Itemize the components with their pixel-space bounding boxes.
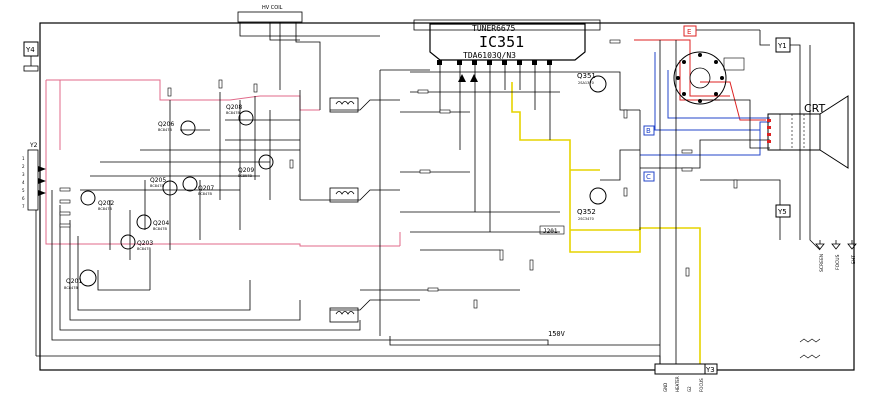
board-outline (39, 22, 855, 371)
ic-name: IC351 (479, 33, 524, 51)
left-pin-4: 4 (22, 180, 25, 185)
q204-part: BC847B (153, 227, 167, 231)
q203-label: Q203 (137, 240, 153, 247)
ic351-block: TUNER6675 IC351 TDA6103Q/N3 (413, 19, 601, 82)
hv-coil-label: HV COIL (262, 5, 283, 11)
jumper-j201-label: J201 (543, 228, 558, 235)
rail-150v-label: 150V (548, 330, 566, 338)
q206-part: BC847B (158, 128, 172, 132)
left-connector: Y2 1 2 3 4 5 6 7 (22, 142, 46, 211)
q208-label: Q208 (226, 104, 242, 111)
coil-symbols (329, 97, 359, 323)
q205-label: Q205 (150, 177, 166, 184)
q206-label: Q206 (158, 121, 174, 128)
q201-part: BC847B (64, 286, 78, 290)
y3-pin-heater: HEATER (675, 376, 680, 392)
left-pin-3: 3 (22, 172, 25, 177)
q202-symbol (80, 190, 96, 206)
left-pin-1: 1 (22, 156, 25, 161)
ic-frame-label: TUNER6675 (472, 24, 516, 33)
y5-connector: Y5 (775, 204, 791, 218)
y3-label: Y3 (705, 366, 715, 374)
legend-marks (799, 338, 821, 359)
left-pin-6: 6 (22, 196, 25, 201)
y1-connector: Y1 (775, 37, 791, 53)
y3-pin-focus: FOCUS (699, 378, 704, 392)
q352-symbol (589, 187, 607, 205)
terminal-screen: SCREEN (819, 254, 825, 272)
left-connector-header: Y2 (29, 142, 38, 149)
q351-label: Q351 (577, 72, 596, 80)
hv-coil-connector: HV COIL (237, 5, 303, 23)
crt-neck-symbol: CRT (767, 95, 849, 169)
right-terminals (815, 240, 857, 250)
y5-label: Y5 (777, 208, 787, 216)
q207-part: BC847B (198, 192, 212, 196)
q206-symbol (180, 120, 196, 136)
q352-part: 2SC3470 (578, 217, 594, 221)
box-c-label: C (646, 173, 651, 181)
q209-part: BC857B (238, 174, 252, 178)
transistor-symbols (79, 75, 607, 287)
box-e-label: E (687, 28, 691, 36)
yellow-trace (511, 82, 701, 370)
box-b-label: B (646, 127, 651, 135)
q351-part: 2SA1370 (578, 81, 594, 85)
crt-label: CRT (804, 102, 826, 115)
q209-symbol (258, 154, 274, 170)
q205-part: BC847B (150, 184, 164, 188)
q207-label: Q207 (198, 185, 214, 192)
y4-connector: Y4 (23, 41, 39, 72)
y1-label: Y1 (777, 42, 787, 50)
q352-label: Q352 (577, 208, 596, 216)
left-pin-5: 5 (22, 188, 25, 193)
terminal-eht: EHT (851, 255, 857, 264)
q201-symbol (79, 269, 97, 287)
q202-part: BC847B (98, 207, 112, 211)
q209-label: Q209 (238, 167, 254, 174)
ic-part-number: TDA6103Q/N3 (463, 51, 516, 60)
q208-part: BC847B (226, 111, 240, 115)
y3-connector: Y3 (654, 363, 718, 375)
y3-pin-gnd: GND (663, 383, 668, 392)
left-pin-2: 2 (22, 164, 25, 169)
y3-pin-g2: G2 (687, 386, 692, 392)
signal-boxes: E B C (643, 25, 697, 182)
q208-symbol (238, 110, 254, 126)
q203-part: BC847B (137, 247, 151, 251)
q205-symbol (162, 180, 178, 196)
crt-socket (673, 51, 745, 105)
passive-components (59, 39, 738, 309)
q204-label: Q204 (153, 220, 169, 227)
left-pin-7: 7 (22, 204, 25, 209)
black-wiring (35, 12, 821, 370)
y4-label: Y4 (25, 46, 35, 54)
terminal-focus: FOCUS (835, 254, 841, 270)
q202-label: Q202 (98, 200, 114, 207)
q351-symbol (589, 75, 607, 93)
q203-symbol (120, 234, 136, 250)
transistor-labels: Q201 BC847B Q202 BC847B Q203 BC847B Q204… (64, 72, 596, 290)
q204-symbol (136, 214, 152, 230)
q207-symbol (182, 176, 198, 192)
pink-traces (45, 79, 401, 247)
q201-label: Q201 (66, 278, 82, 285)
